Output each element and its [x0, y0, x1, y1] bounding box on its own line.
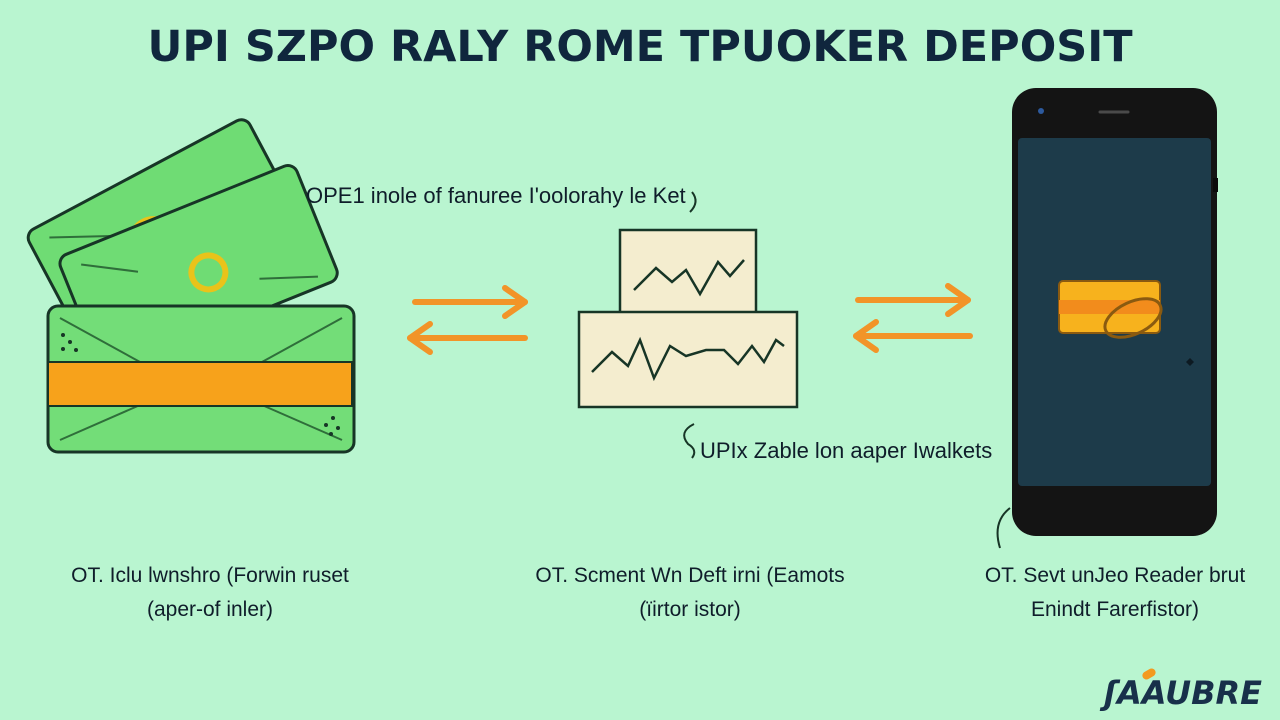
exchange-arrows-icon: [853, 283, 973, 353]
brand-logo: ʃAAUBRE: [1103, 674, 1262, 712]
cash-stack-icon: [26, 118, 356, 454]
document-chart-icon: [577, 228, 799, 409]
callout-bottom-label: UPIx Zable lon aaper Iwalkets: [700, 438, 993, 463]
step-caption-line: OT. Scment Wn Deft irni (Eamots: [535, 564, 845, 587]
callout-top-label: OPE1 inole of fanuree I'oolorahy le Ket: [306, 183, 686, 208]
page-title: UPI SZPO RALY ROME TPUOKER DEPOSIT: [147, 22, 1133, 72]
step-caption-2: OT. Scment Wn Deft irni (Eamots (ïirtor …: [510, 559, 870, 627]
step-caption-line: OT. Iclu lwnshro (Forwin ruset: [71, 564, 349, 587]
smartphone-icon: [1012, 88, 1218, 536]
callout-leader-line: [683, 423, 696, 459]
step-caption-line: OT. Sevt unJeo Reader brut: [984, 564, 1246, 587]
step-caption-line: (ïirtor istor): [639, 598, 741, 621]
step-caption-3: OT. Sevt unJeo Reader brut Enindt Farerf…: [935, 559, 1280, 627]
step-caption-line: Enindt Farerfistor): [1030, 598, 1200, 621]
callout-leader-line: [996, 507, 1011, 549]
callout-leader-line: [689, 191, 697, 213]
step-caption-1: OT. Iclu lwnshro (Forwin ruset (aper-of …: [30, 559, 390, 627]
step-caption-line: (aper-of inler): [146, 598, 274, 621]
exchange-arrows-icon: [407, 285, 528, 355]
